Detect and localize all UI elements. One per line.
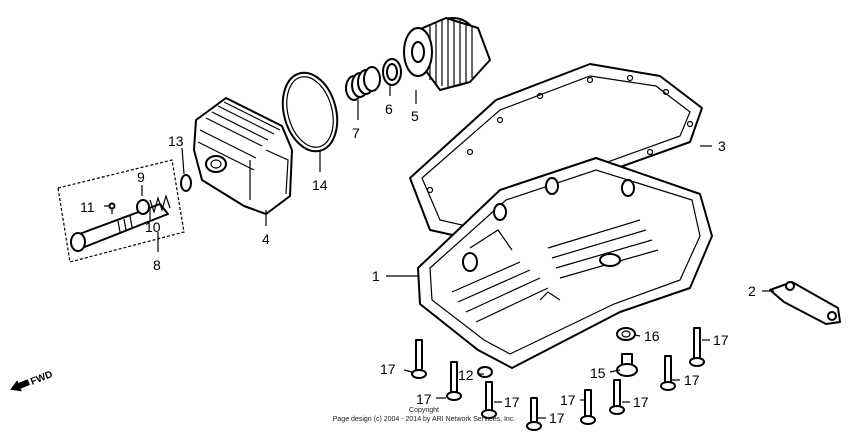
label-16: 16 <box>644 328 660 344</box>
label-6: 6 <box>385 101 393 117</box>
label-17-d: 17 <box>549 410 565 426</box>
label-15: 15 <box>590 365 606 381</box>
valve-outline <box>57 159 185 263</box>
filter-spring[interactable] <box>345 66 381 101</box>
copyright-line-2: Page design (c) 2004 - 2014 by ARI Netwo… <box>333 416 516 423</box>
bolt-17-f[interactable] <box>609 379 625 415</box>
label-17-f: 17 <box>633 394 649 410</box>
relief-valve-spring[interactable] <box>149 193 171 215</box>
label-17-g: 17 <box>684 372 700 388</box>
label-2: 2 <box>748 283 756 299</box>
label-13: 13 <box>168 133 184 149</box>
bracket[interactable] <box>769 281 841 325</box>
drain-washer[interactable] <box>616 327 636 341</box>
label-17-b: 17 <box>416 391 432 407</box>
bolt-17-g[interactable] <box>660 355 676 391</box>
bolt-17-c[interactable] <box>481 381 497 419</box>
relief-valve-pin[interactable] <box>108 202 116 215</box>
bolt-17-d[interactable] <box>526 397 542 431</box>
label-10: 10 <box>145 219 161 235</box>
label-17-c: 17 <box>504 394 520 410</box>
washer-12[interactable] <box>477 366 493 378</box>
label-17-e: 17 <box>560 392 576 408</box>
relief-valve-body[interactable] <box>70 203 169 252</box>
bolt-17-e[interactable] <box>580 389 596 425</box>
drain-bolt[interactable] <box>616 353 638 377</box>
oil-filter[interactable] <box>403 17 491 91</box>
label-8: 8 <box>153 257 161 273</box>
o-ring-13[interactable] <box>180 174 192 192</box>
label-7: 7 <box>352 125 360 141</box>
label-14: 14 <box>312 177 328 193</box>
label-11: 11 <box>80 199 95 215</box>
o-ring-small[interactable] <box>382 58 402 86</box>
bolt-17-a[interactable] <box>411 339 427 379</box>
oil-pan[interactable] <box>417 157 713 369</box>
filter-housing[interactable] <box>193 97 293 215</box>
relief-valve-piston[interactable] <box>136 199 150 215</box>
label-5: 5 <box>411 108 419 124</box>
bolt-17-h[interactable] <box>689 327 705 367</box>
fwd-label: FWD <box>29 369 54 388</box>
copyright-line-1: Copyright <box>409 407 439 414</box>
label-12: 12 <box>458 367 474 383</box>
label-3: 3 <box>718 138 726 154</box>
bolt-17-b[interactable] <box>446 361 462 401</box>
fwd-arrow: FWD <box>10 369 54 392</box>
label-9: 9 <box>137 169 145 185</box>
leader-lines <box>104 84 774 419</box>
label-1: 1 <box>372 268 380 284</box>
label-4: 4 <box>262 231 270 247</box>
label-17-a: 17 <box>380 361 396 377</box>
label-17-h: 17 <box>713 332 729 348</box>
